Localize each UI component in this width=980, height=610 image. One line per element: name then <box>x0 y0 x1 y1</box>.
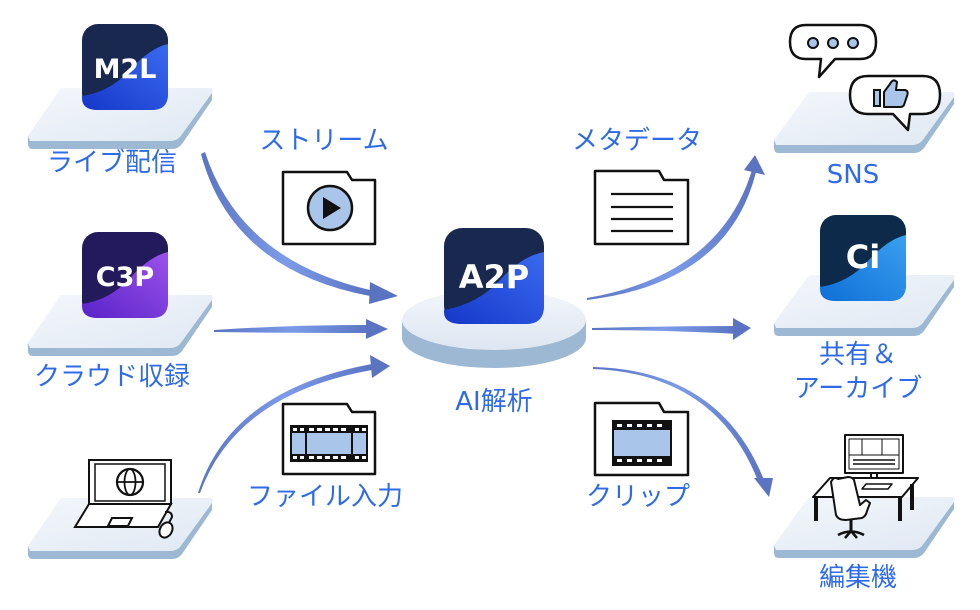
platform-edit <box>773 497 955 558</box>
laptop-globe-icon <box>73 459 174 539</box>
label-ai-analysis: AI解析 <box>455 387 533 417</box>
app-name-m2l: M2L <box>94 54 157 85</box>
label-metadata: メタデータ <box>571 126 703 156</box>
app-name-c3p: C3P <box>96 262 154 293</box>
label-live: ライブ配信 <box>46 148 178 178</box>
app-icon-a2p[interactable]: A2P <box>444 228 544 324</box>
arrow-hub-to-share <box>592 318 751 340</box>
app-icon-ci[interactable]: Ci <box>820 215 906 301</box>
chat-bubbles-icon <box>788 23 942 132</box>
platform-share <box>773 275 955 336</box>
folder-clip-icon <box>593 401 690 477</box>
arrow-live-to-hub <box>201 152 398 304</box>
folder-document-icon <box>593 169 690 246</box>
label-share-line1: 共有＆ <box>818 340 898 370</box>
arrow-hub-to-sns <box>587 155 765 300</box>
arrow-pc-to-hub <box>198 355 390 493</box>
clip-perforations <box>617 424 662 462</box>
film-perforations <box>293 428 366 459</box>
app-icon-m2l[interactable]: M2L <box>82 24 168 110</box>
app-icon-c3p[interactable]: C3P <box>82 232 168 318</box>
folder-film-icon <box>281 402 377 476</box>
app-name-a2p: A2P <box>459 258 529 296</box>
thumbs-up-icon <box>848 74 942 132</box>
folder-play-icon <box>281 170 377 246</box>
app-name-ci: Ci <box>846 238 880 276</box>
arrow-hub-to-edit <box>593 367 773 497</box>
label-cloud: クラウド収録 <box>33 362 191 392</box>
label-clip: クリップ <box>585 482 691 512</box>
label-sns: SNS <box>826 160 880 190</box>
editing-desk-icon <box>812 434 919 539</box>
label-stream: ストリーム <box>259 126 389 156</box>
label-file-input: ファイル入力 <box>246 482 404 512</box>
arrow-cloud-to-hub <box>214 319 388 339</box>
chat-dots-icon <box>788 23 878 79</box>
label-editing: 編集機 <box>818 563 898 593</box>
label-share-line2: アーカイブ <box>793 374 923 404</box>
